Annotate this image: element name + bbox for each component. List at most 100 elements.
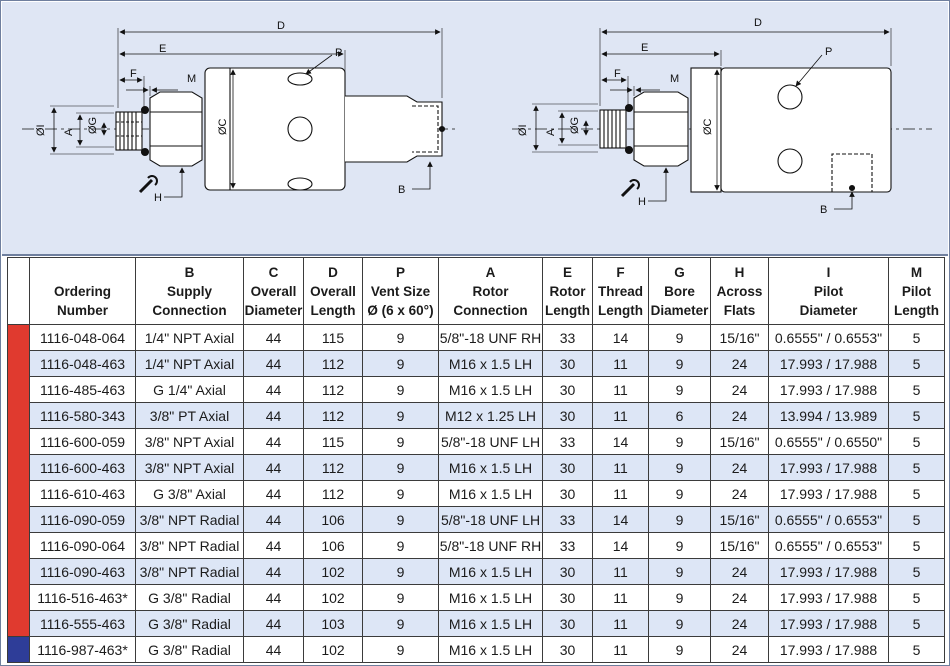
table-cell: 1116-090-059 <box>29 506 136 533</box>
table-cell: 5 <box>888 402 945 429</box>
table-cell: 14 <box>592 506 649 533</box>
table-cell: 9 <box>362 454 439 481</box>
table-cell: 112 <box>303 454 363 481</box>
table-cell: 33 <box>542 506 593 533</box>
table-cell: 44 <box>243 428 304 455</box>
table-cell: 24 <box>710 480 769 507</box>
table-cell: M12 x 1.25 LH <box>438 402 543 429</box>
column-header-line: Rotor <box>549 283 586 299</box>
right-label-i: ØI <box>517 124 529 136</box>
table-cell: 14 <box>592 324 649 351</box>
group-color-swatch <box>7 636 30 663</box>
column-header-line: C <box>268 264 279 280</box>
table-cell: 9 <box>648 584 711 611</box>
right-label-p: P <box>825 46 832 58</box>
table-cell: 9 <box>648 376 711 403</box>
table-cell: 5 <box>888 428 945 455</box>
table-cell: 24 <box>710 454 769 481</box>
table-cell: 9 <box>362 506 439 533</box>
table-cell: 9 <box>362 610 439 637</box>
rotary-union-drawings: D E F M P ØI A ØG ØC H B <box>22 17 932 216</box>
table-cell: 24 <box>710 350 769 377</box>
table-cell: 17.993 / 17.988 <box>768 454 889 481</box>
table-cell: 11 <box>592 376 649 403</box>
table-cell: 11 <box>592 558 649 585</box>
table-cell: 11 <box>592 636 649 663</box>
table-cell: 17.993 / 17.988 <box>768 558 889 585</box>
column-header-line: B <box>184 264 195 280</box>
group-color-swatch <box>7 480 30 507</box>
table-cell: 9 <box>648 610 711 637</box>
column-header-line: Ø (6 x 60°) <box>367 302 434 318</box>
table-cell: 44 <box>243 506 304 533</box>
table-cell: 44 <box>243 454 304 481</box>
table-cell: 5 <box>888 376 945 403</box>
left-label-d: D <box>277 20 285 32</box>
column-header-line: Overall <box>250 283 297 299</box>
table-cell: 3/8" NPT Axial <box>135 454 244 481</box>
table-cell: 9 <box>362 350 439 377</box>
left-label-p: P <box>335 47 342 59</box>
column-header-line: G <box>674 264 685 280</box>
column-header-line: Supply <box>166 283 212 299</box>
column-header-line: Bore <box>664 283 695 299</box>
table-cell: 3/8" NPT Axial <box>135 428 244 455</box>
table-cell: 5 <box>888 532 945 559</box>
table-cell: 11 <box>592 480 649 507</box>
column-header-line: H <box>734 264 745 280</box>
table-cell: 112 <box>303 376 363 403</box>
column-header-line: Length <box>310 302 356 318</box>
table-cell: 9 <box>648 324 711 351</box>
table-cell: 9 <box>648 506 711 533</box>
column-header-line: Diameter <box>244 302 303 318</box>
table-cell: 3/8" NPT Radial <box>135 558 244 585</box>
table-cell: 44 <box>243 480 304 507</box>
table-cell: 106 <box>303 532 363 559</box>
group-color-swatch <box>7 454 30 481</box>
swatch-header <box>7 257 30 325</box>
table-cell: 1116-090-064 <box>29 532 136 559</box>
table-cell: 102 <box>303 584 363 611</box>
table-cell: 3/8" PT Axial <box>135 402 244 429</box>
right-label-d: D <box>754 17 762 29</box>
table-cell: 9 <box>362 558 439 585</box>
table-cell: 9 <box>362 324 439 351</box>
table-cell: 33 <box>542 324 593 351</box>
table-cell: 33 <box>542 428 593 455</box>
right-label-c: ØC <box>702 118 714 135</box>
table-cell: 5 <box>888 636 945 663</box>
table-cell: 9 <box>648 636 711 663</box>
group-color-swatch <box>7 506 30 533</box>
table-cell: 30 <box>542 376 593 403</box>
column-header-line: A <box>485 264 496 280</box>
table-cell: 44 <box>243 324 304 351</box>
table-cell: G 3/8" Axial <box>135 480 244 507</box>
left-label-m: M <box>187 73 196 85</box>
table-cell: 30 <box>542 480 593 507</box>
table-cell: 1116-048-064 <box>29 324 136 351</box>
table-cell: 102 <box>303 636 363 663</box>
table-cell: 44 <box>243 610 304 637</box>
table-cell: M16 x 1.5 LH <box>438 610 543 637</box>
left-view <box>22 28 457 198</box>
table-cell: 17.993 / 17.988 <box>768 376 889 403</box>
table-cell: 0.6555" / 0.6553" <box>768 506 889 533</box>
table-cell: 5 <box>888 350 945 377</box>
column-header-line: Length <box>545 302 590 318</box>
group-color-swatch <box>7 402 30 429</box>
table-cell: 9 <box>362 480 439 507</box>
table-cell: 5 <box>888 558 945 585</box>
left-view-labels: D E F M P ØI A ØG ØC H B <box>35 20 405 204</box>
